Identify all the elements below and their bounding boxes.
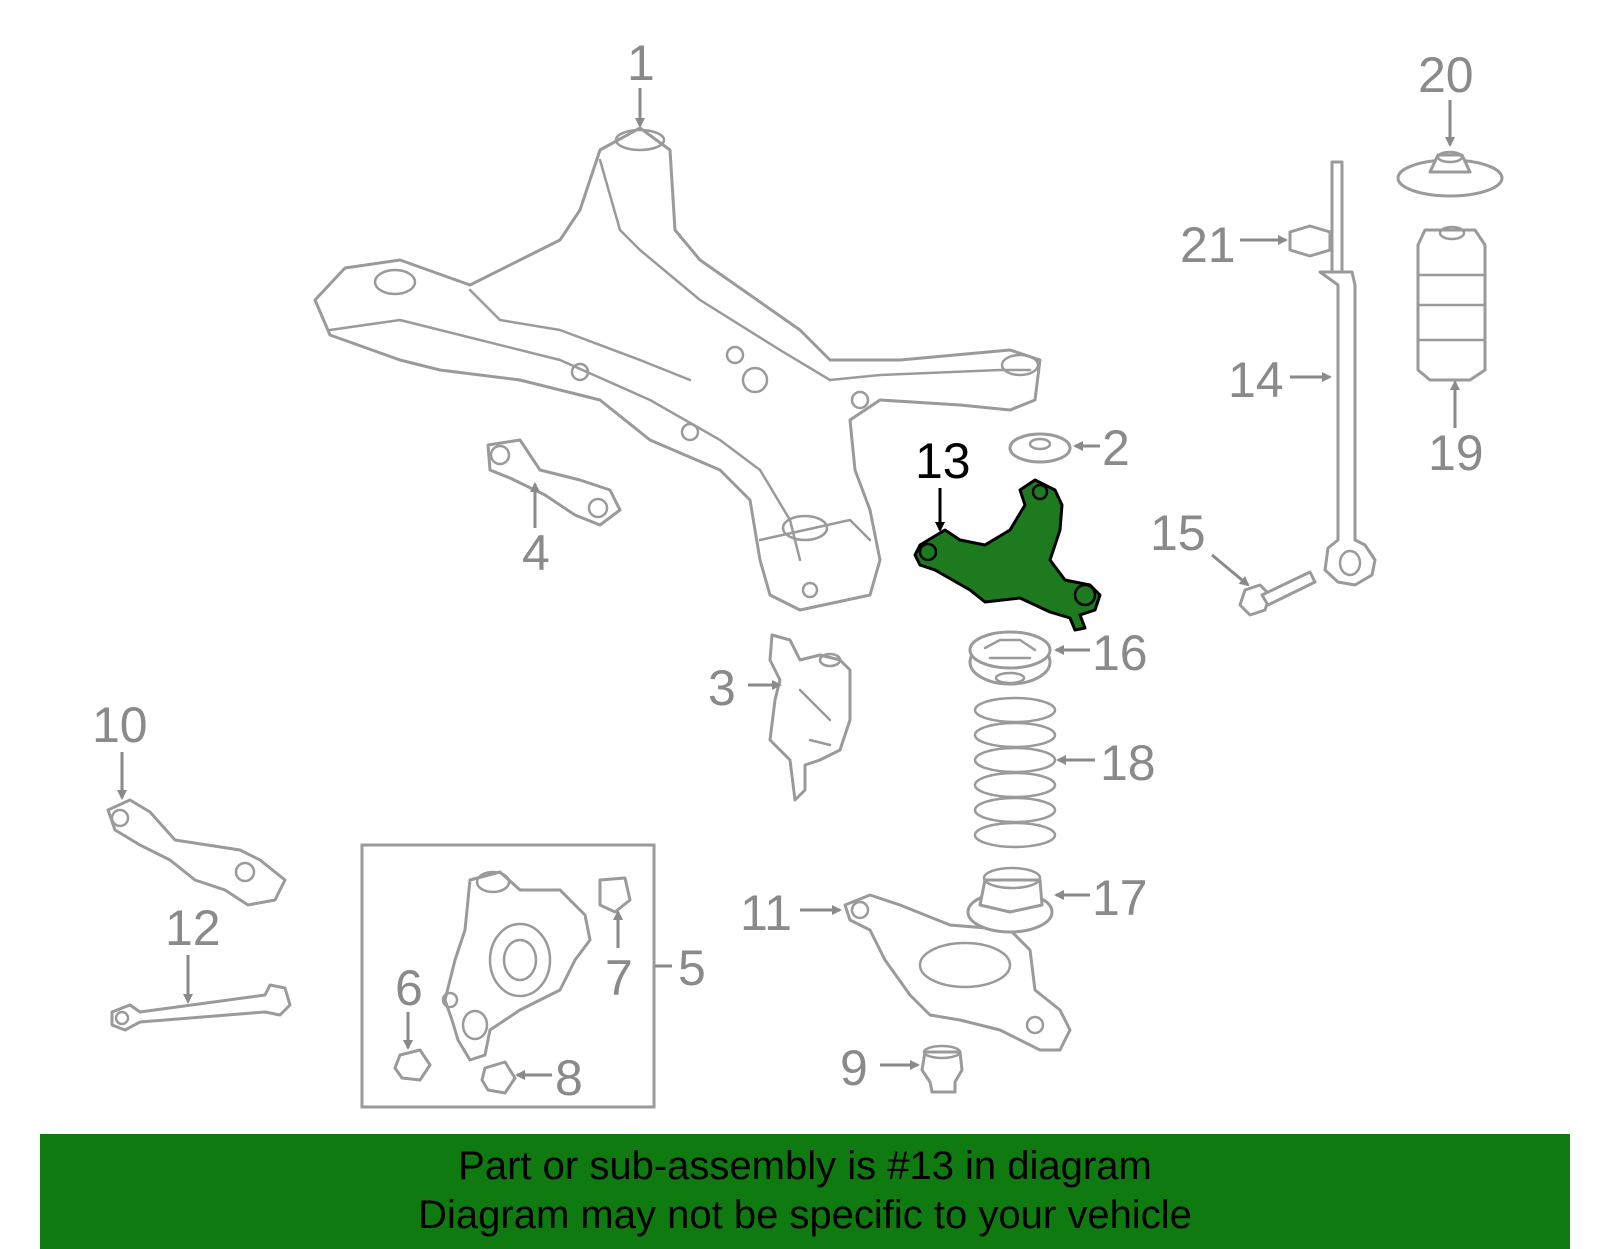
- part-12-lateral-link: [110, 983, 292, 1032]
- callout-4: 4: [522, 525, 550, 581]
- callout-7: 7: [605, 950, 633, 1006]
- part-21-nut: [1288, 224, 1332, 258]
- callout-11: 11: [740, 885, 792, 941]
- callout-19: 19: [1428, 425, 1484, 481]
- callout-20: 20: [1418, 47, 1474, 103]
- callout-18: 18: [1100, 735, 1156, 791]
- callout-8: 8: [555, 1050, 583, 1106]
- part-11-lower-arm: [843, 893, 1072, 1052]
- part-17-spring-lower-seat: [966, 866, 1054, 934]
- part-1-crossmember: [313, 126, 1042, 612]
- part-9-bushing: [920, 1044, 964, 1094]
- info-banner: Part or sub-assembly is #13 in diagram D…: [40, 1134, 1570, 1249]
- part-3-bracket: [768, 633, 852, 802]
- callout-13: 13: [915, 433, 971, 489]
- callout-labels: 1 2 3 4 5 6 7 8 9 10 11 12 13 14 15 16 1…: [92, 35, 1484, 1106]
- part-19-bump-stop: [1416, 225, 1487, 382]
- part-10-arm: [106, 798, 287, 907]
- callout-2: 2: [1102, 420, 1130, 476]
- part-13-upper-control-arm: [913, 478, 1102, 632]
- part-18-coil-spring: [973, 696, 1057, 849]
- callout-12: 12: [165, 900, 221, 956]
- callout-17: 17: [1092, 870, 1148, 926]
- callout-5: 5: [678, 940, 706, 996]
- banner-line-2: Diagram may not be specific to your vehi…: [418, 1193, 1192, 1237]
- callout-9: 9: [840, 1040, 868, 1096]
- part-16-spring-seat: [968, 630, 1052, 686]
- part-20-mount: [1396, 150, 1504, 198]
- callout-1: 1: [627, 35, 655, 91]
- callout-3: 3: [708, 660, 736, 716]
- callout-16: 16: [1092, 625, 1148, 681]
- part-4-link: [486, 438, 622, 527]
- callout-21: 21: [1180, 217, 1236, 273]
- part-15-bolt: [1238, 570, 1317, 617]
- banner-line-1: Part or sub-assembly is #13 in diagram: [458, 1144, 1152, 1188]
- callout-10: 10: [92, 697, 148, 753]
- callout-6: 6: [395, 960, 423, 1016]
- leader-arrows: [117, 88, 1460, 1080]
- callout-14: 14: [1228, 352, 1284, 408]
- part-14-shock-absorber: [1318, 160, 1377, 587]
- part-2-washer: [1008, 432, 1072, 464]
- callout-15: 15: [1150, 505, 1206, 561]
- part-5-knuckle-assembly: [360, 843, 656, 1109]
